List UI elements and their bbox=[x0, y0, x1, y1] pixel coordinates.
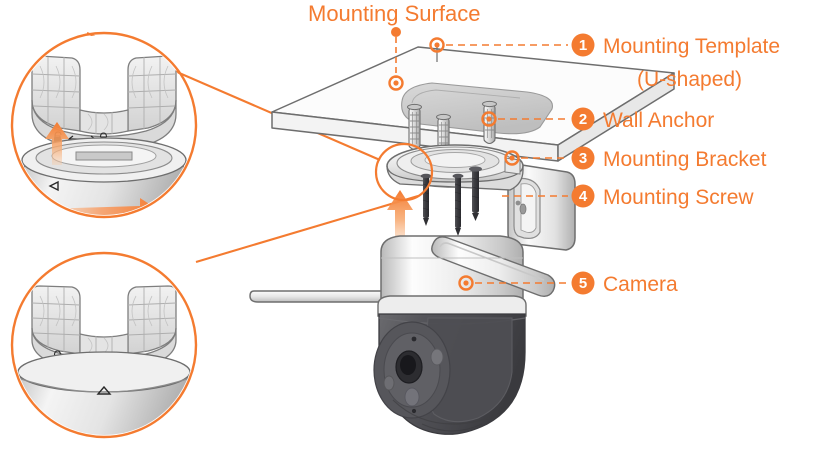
callout-target-ring bbox=[481, 111, 497, 127]
arrow-rotate-right-icon bbox=[42, 198, 160, 215]
callout-target-dot bbox=[463, 280, 469, 286]
callout-3[interactable]: 3 Mounting Bracket bbox=[504, 146, 767, 172]
callout-sublabel: (U-shaped) bbox=[637, 68, 742, 91]
callout-badge bbox=[571, 271, 595, 295]
callout-badge-number: 5 bbox=[579, 275, 587, 292]
callout-badge bbox=[571, 33, 595, 57]
mounting-screw bbox=[452, 173, 464, 236]
callout-label: Wall Anchor bbox=[603, 109, 714, 132]
callout-2[interactable]: 2 Wall Anchor bbox=[481, 107, 715, 133]
callout-target-dot bbox=[486, 116, 492, 122]
callout-4[interactable]: 4 Mounting Screw bbox=[502, 184, 754, 210]
callout-badge-number: 3 bbox=[579, 150, 587, 167]
u-shaped-toothed-ring bbox=[31, 55, 177, 152]
arrow-up-icon bbox=[45, 122, 69, 165]
triangle-marker bbox=[96, 385, 112, 395]
callout-badge-number: 1 bbox=[579, 37, 587, 54]
callout-label: Camera bbox=[603, 273, 678, 296]
camera-dome-base bbox=[21, 137, 187, 215]
callout-badge bbox=[571, 107, 595, 131]
callout-1[interactable]: 1 Mounting Template (U-shaped) bbox=[429, 33, 781, 92]
callout-target-dot bbox=[434, 42, 440, 48]
callout-badge-number: 4 bbox=[579, 188, 588, 205]
callout-badge bbox=[571, 146, 595, 170]
callout-label: Mounting Bracket bbox=[603, 148, 767, 171]
arrow-up-icon bbox=[387, 190, 413, 245]
mounting-surface-marker bbox=[388, 27, 404, 91]
callout-label: Mounting Template bbox=[603, 35, 780, 58]
triangle-marker bbox=[48, 180, 59, 192]
callout-target-ring bbox=[458, 275, 474, 291]
callout-target-dot bbox=[509, 155, 515, 161]
callout-5[interactable]: 5 Camera bbox=[458, 271, 679, 297]
focus-circle bbox=[374, 142, 434, 202]
antenna-right bbox=[431, 236, 556, 298]
callout-target-ring bbox=[504, 150, 520, 166]
callout-badge-number: 2 bbox=[579, 111, 587, 128]
ptz-dome-camera bbox=[249, 235, 556, 435]
callout-label: Mounting Screw bbox=[603, 186, 754, 209]
bracket-align-detail-upper bbox=[10, 31, 198, 219]
callout-target-ring bbox=[429, 37, 445, 53]
antenna-left bbox=[249, 290, 391, 303]
callout-badge bbox=[571, 184, 595, 208]
mounting-screw bbox=[469, 166, 482, 221]
page-title: Mounting Surface bbox=[308, 1, 480, 26]
wall-anchor bbox=[407, 103, 422, 151]
